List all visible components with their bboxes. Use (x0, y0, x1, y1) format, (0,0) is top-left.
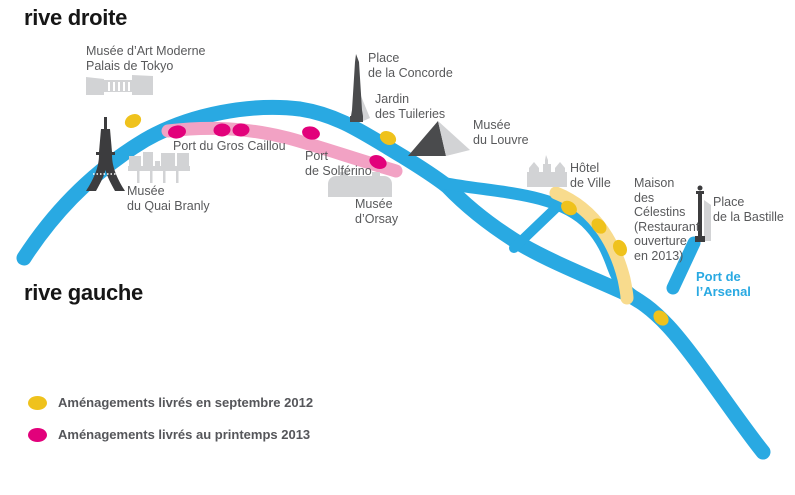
label-musee-du-quai-branly: Musée du Quai Branly (127, 184, 210, 213)
yellow-legend-dot-icon (28, 395, 47, 410)
magenta-dot (302, 126, 320, 140)
label-place-de-la-bastille: Place de la Bastille (713, 195, 784, 224)
yellow-dot (124, 114, 142, 128)
legend-label-september-2012: Aménagements livrés en septembre 2012 (58, 395, 314, 410)
legend-label-spring-2013: Aménagements livrés au printemps 2013 (58, 427, 311, 442)
magenta-legend-dot-icon (28, 427, 47, 442)
legend-item-september-2012: Aménagements livrés en septembre 2012 (28, 395, 313, 410)
rive-droite-heading: rive droite (24, 5, 128, 30)
palais-de-tokyo-icon (86, 75, 153, 95)
port-arsenal-waterway (666, 236, 701, 295)
musee-orsay-icon (328, 172, 392, 197)
label-musee-du-louvre: Musée du Louvre (473, 118, 529, 147)
magenta-dot (213, 123, 231, 137)
label-palais-de-tokyo: Musée d’Art Moderne Palais de Tokyo (86, 44, 206, 73)
magenta-dot (232, 123, 250, 137)
louvre-pyramid-icon (408, 121, 470, 156)
musee-quai-branly-icon (128, 152, 190, 183)
bastille-column-icon (695, 185, 711, 242)
label-jardin-des-tuileries: Jardin des Tuileries (375, 92, 446, 121)
label-port-de-solferino: Port de Solférino (305, 149, 372, 178)
obelisk-concorde-icon (350, 54, 370, 122)
yellow-dot (613, 239, 627, 257)
label-port-du-gros-caillou: Port du Gros Caillou (173, 139, 286, 153)
eiffel-tower-icon (86, 117, 125, 191)
yellow-development-dots (124, 114, 669, 326)
yellow-dot (379, 131, 397, 145)
rive-gauche-heading: rive gauche (24, 280, 143, 305)
magenta-dot (168, 125, 186, 139)
legend: Aménagements livrés en septembre 2012 Am… (28, 395, 313, 459)
yellow-dot (591, 218, 607, 234)
seine-cross-channel (509, 198, 566, 253)
label-hotel-de-ville: Hôtel de Ville (570, 161, 611, 190)
label-musee-d-orsay: Musée d’Orsay (355, 197, 399, 226)
hotel-de-ville-icon (527, 155, 567, 187)
magenta-development-dots (168, 123, 387, 169)
pink-development-band (161, 121, 403, 178)
label-place-de-la-concorde: Place de la Concorde (368, 51, 453, 80)
magenta-dot (369, 155, 387, 169)
label-maison-des-celestins: Maison des Célestins (Restaurant ouvertu… (634, 176, 700, 263)
legend-item-spring-2013: Aménagements livrés au printemps 2013 (28, 427, 313, 442)
yellow-development-band (549, 186, 634, 305)
yellow-dot (653, 310, 669, 326)
yellow-dot (561, 200, 577, 216)
label-port-de-l-arsenal: Port de l’Arsenal (696, 269, 751, 299)
